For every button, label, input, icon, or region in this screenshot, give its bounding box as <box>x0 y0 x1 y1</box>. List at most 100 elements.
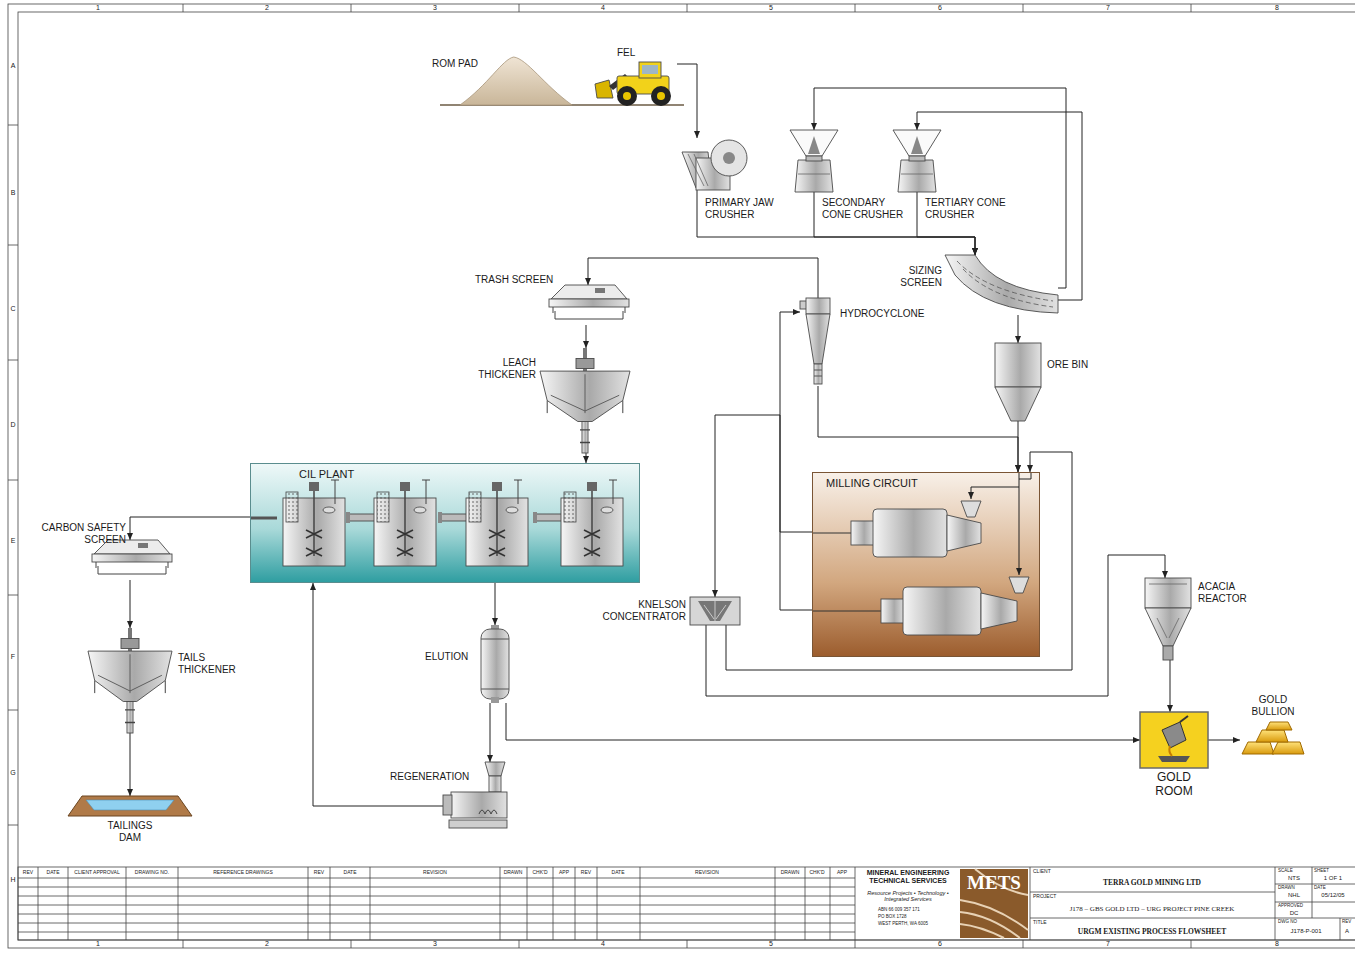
equipment-node: LEACH THICKENER <box>540 348 630 453</box>
grid-reference: G <box>10 769 15 777</box>
equipment-label: GOLD ROOM <box>1148 771 1200 799</box>
equipment-node: PRIMARY JAW CRUSHER <box>682 138 748 190</box>
process-flow-line <box>586 453 587 463</box>
cone-icon <box>893 130 941 192</box>
goldroom-icon <box>1140 712 1208 768</box>
equipment-label: TAILINGS DAM <box>98 820 162 843</box>
equipment-label: PRIMARY JAW CRUSHER <box>705 197 787 220</box>
grid-reference: 1 <box>96 940 100 948</box>
title-block-text: DRAWING NO. <box>135 870 169 876</box>
cil-icon <box>251 464 641 584</box>
equipment-node: HYDROCYCLONE <box>800 298 836 386</box>
title-block-text: NHL <box>1288 892 1300 899</box>
grid-reference: 5 <box>769 4 773 12</box>
process-flow-line <box>1018 315 1019 343</box>
grid-reference: 3 <box>433 940 437 948</box>
title-block-text: J178-P-001 <box>1290 928 1321 935</box>
plant-area: CIL PLANT <box>250 463 640 583</box>
grid-reference: 2 <box>265 4 269 12</box>
grid-reference: C <box>10 305 15 313</box>
equipment-node: ELUTION <box>477 625 513 703</box>
equipment-node: ORE BIN <box>995 343 1041 421</box>
title-block-text: DATE <box>612 870 625 876</box>
equipment-node: ACACIA REACTOR <box>1145 578 1191 660</box>
equipment-label: MILLING CIRCUIT <box>826 477 918 490</box>
process-flow-line <box>130 517 250 540</box>
equipment-label: FEL <box>617 47 635 59</box>
sscreen-icon <box>945 255 1058 315</box>
title-block-text: TITLE <box>1033 920 1047 926</box>
loader-icon <box>595 62 677 106</box>
title-block-text: APP <box>559 870 569 876</box>
dam-icon <box>68 796 192 816</box>
process-flow-line <box>490 703 491 762</box>
title-block-text: 05/12/05 <box>1321 892 1344 899</box>
cyclone-icon <box>800 298 836 386</box>
grid-reference: 2 <box>265 940 269 948</box>
title-block-text: DWG NO <box>1278 919 1297 924</box>
title-block-text: SHEET <box>1314 868 1329 873</box>
process-flow-line <box>506 703 1140 740</box>
title-block-text: 1 OF 1 <box>1324 875 1342 882</box>
title-block-text: REV <box>581 870 591 876</box>
title-block-text: DATE <box>47 870 60 876</box>
grid-reference: 6 <box>938 4 942 12</box>
equipment-node: REGENERATION <box>443 762 513 834</box>
title-block-text: NTS <box>1288 875 1300 882</box>
process-flow-line <box>818 386 1018 472</box>
equipment-node: TERTIARY CONE CRUSHER <box>893 130 941 192</box>
title-block-text: DC <box>1290 910 1299 917</box>
equipment-label: TAILS THICKENER <box>178 652 244 675</box>
plant-area: MILLING CIRCUIT <box>812 472 1040 657</box>
equipment-label: REGENERATION <box>390 771 469 783</box>
grid-reference: 6 <box>938 940 942 948</box>
equipment-node: CARBON SAFETY SCREEN <box>88 540 172 580</box>
grid-reference: D <box>10 421 15 429</box>
title-block-text: A <box>1345 928 1349 935</box>
equipment-label: HYDROCYCLONE <box>840 308 924 320</box>
title-block-text: CLIENT <box>1033 869 1051 875</box>
title-block-text: REV <box>1342 919 1351 924</box>
title-block-text: J178 – GBS GOLD LTD – URG PROJECT PINE C… <box>1070 905 1235 913</box>
equipment-node: SIZING SCREEN <box>945 255 1058 315</box>
bin-icon <box>995 343 1041 421</box>
title-block-text: MINERAL ENGINEERING TECHNICAL SERVICES <box>858 869 958 885</box>
process-flow-line <box>495 583 496 625</box>
process-flow-line <box>780 312 812 610</box>
grid-reference: 4 <box>601 4 605 12</box>
title-block-text: APPROVED <box>1278 903 1303 908</box>
equipment-label: LEACH THICKENER <box>472 357 536 380</box>
grid-reference: 5 <box>769 940 773 948</box>
title-block-text: ABN 66 009 357 171 <box>878 907 920 912</box>
process-flow-line <box>1208 740 1240 741</box>
equipment-label: SECONDARY CONE CRUSHER <box>822 197 904 220</box>
equipment-label: GOLD BULLION <box>1246 694 1300 717</box>
grid-reference: 3 <box>433 4 437 12</box>
title-block-text: DRAWN <box>1278 885 1295 890</box>
thick-icon <box>88 628 172 733</box>
equipment-label: ORE BIN <box>1047 359 1088 371</box>
title-block-text: REV <box>23 870 33 876</box>
grid-reference: 7 <box>1106 940 1110 948</box>
process-flow-line <box>814 88 1066 288</box>
jaw-icon <box>682 138 748 190</box>
title-block-text: REFERENCE DRAWINGS <box>213 870 273 876</box>
fscreen-icon <box>88 540 172 580</box>
equipment-label: SIZING SCREEN <box>890 265 942 288</box>
grid-reference: H <box>10 876 15 884</box>
equipment-label: TRASH SCREEN <box>475 274 553 286</box>
equipment-node: SECONDARY CONE CRUSHER <box>790 130 838 192</box>
column-icon <box>477 625 513 703</box>
equipment-label: CARBON SAFETY SCREEN <box>36 522 126 545</box>
mill-icon <box>813 473 1041 658</box>
grid-reference: 8 <box>1275 940 1279 948</box>
grid-reference: A <box>11 62 16 70</box>
fscreen-icon <box>545 285 633 325</box>
process-flow-line <box>677 64 697 138</box>
title-block-text: PO BOX 1728 <box>878 914 907 919</box>
grid-reference: 4 <box>601 940 605 948</box>
process-flow-line <box>130 580 131 628</box>
equipment-label: KNELSON CONCENTRATOR <box>594 599 686 622</box>
